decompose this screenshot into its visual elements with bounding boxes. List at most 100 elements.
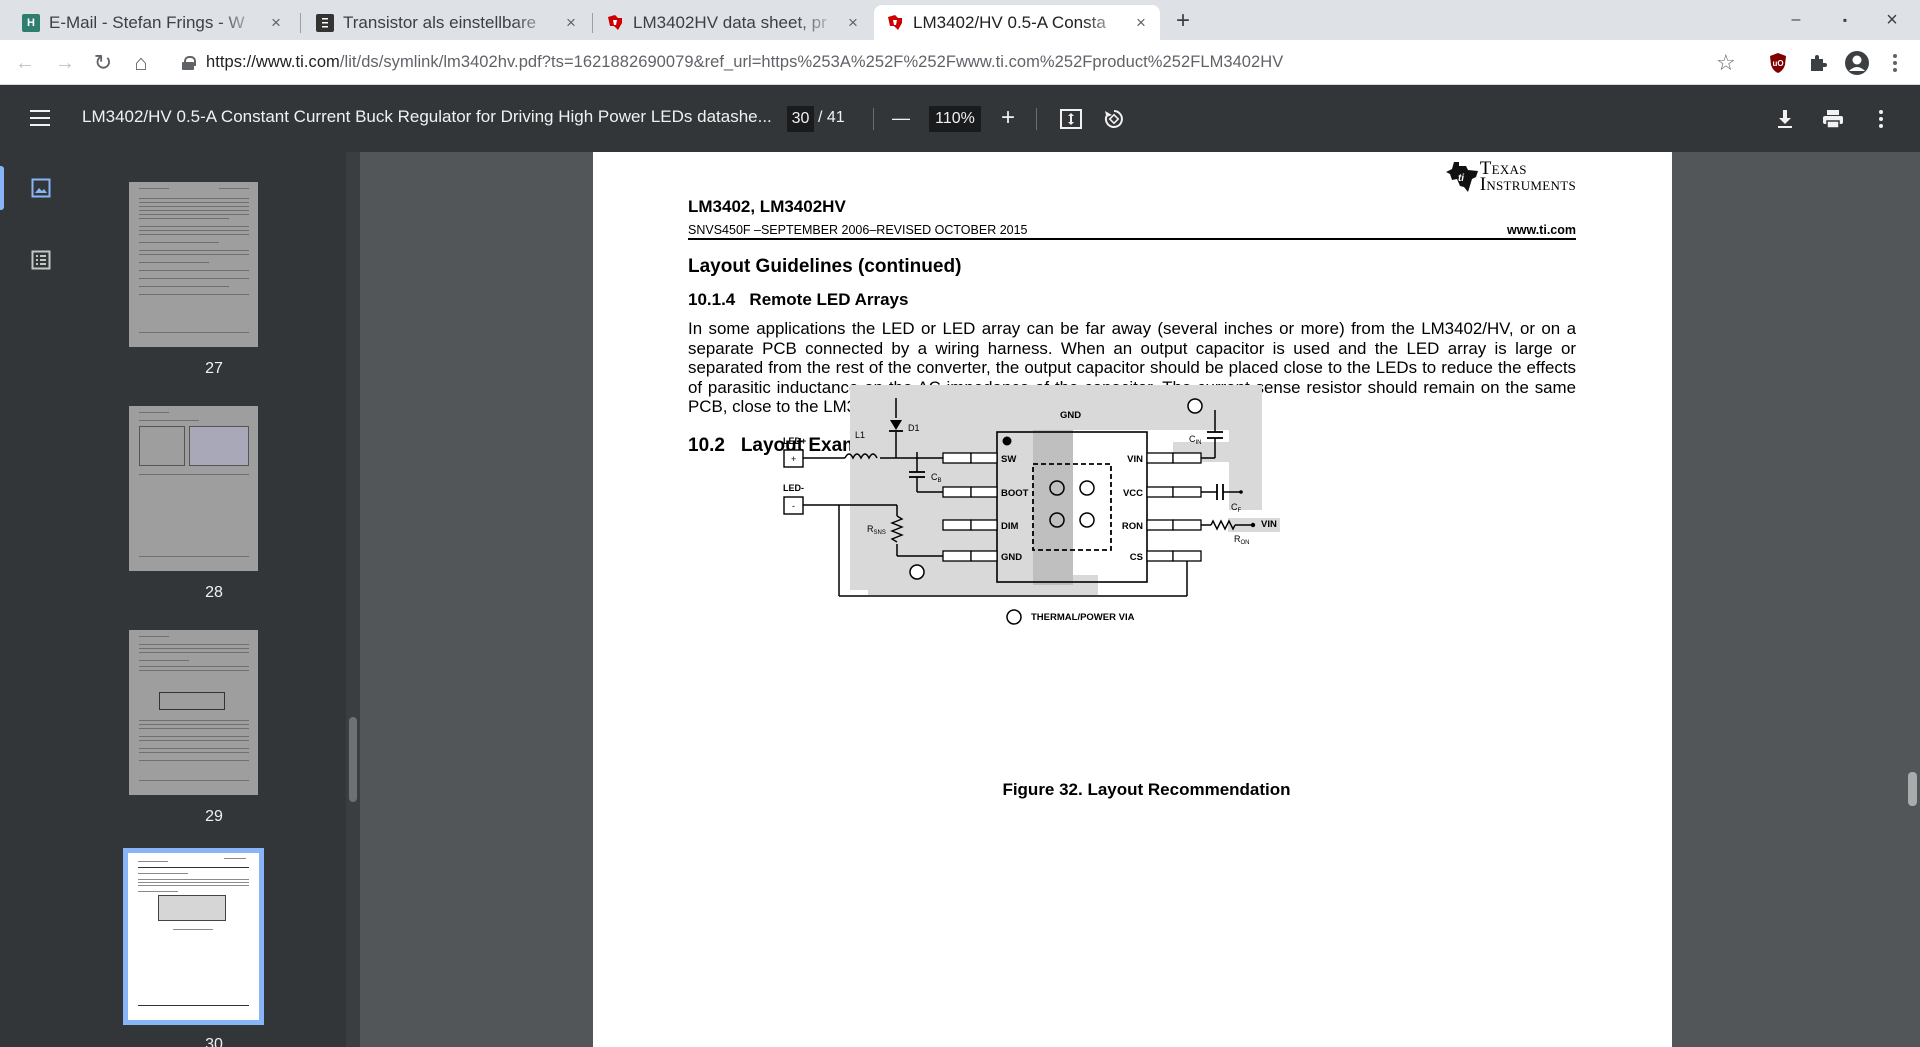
toolbar-divider xyxy=(873,108,874,130)
tab-strip: H E-Mail - Stefan Frings - W × Transisto… xyxy=(0,0,1920,40)
mail-favicon: H xyxy=(22,13,40,32)
rotate-icon[interactable] xyxy=(1101,106,1127,132)
cf-label-main: C xyxy=(1231,502,1238,512)
page-thumbnail[interactable] xyxy=(129,630,258,795)
more-actions-icon[interactable] xyxy=(1868,106,1894,132)
extensions-puzzle-icon[interactable] xyxy=(1805,50,1831,76)
ron-label-sub: ON xyxy=(1241,540,1250,546)
gnd-label: GND xyxy=(1060,410,1081,421)
page-number-input[interactable]: 30 xyxy=(787,106,814,132)
back-button[interactable]: ← xyxy=(15,52,35,74)
page-favicon xyxy=(316,13,334,32)
right-pads xyxy=(1146,452,1202,562)
url-path: /lit/ds/symlink/lm3402hv.pdf?ts=16218826… xyxy=(339,53,1284,71)
thumbnails-view-tab[interactable] xyxy=(0,160,82,216)
logo-line: Instruments xyxy=(1479,174,1576,195)
tab-close-icon[interactable]: × xyxy=(566,12,576,32)
minimize-button[interactable]: – xyxy=(1791,11,1801,28)
gnd-copper-pour xyxy=(850,385,880,590)
pin-label: BOOT xyxy=(1001,488,1029,499)
maximize-button[interactable]: ▪ xyxy=(1842,13,1848,27)
vin-label: VIN xyxy=(1261,519,1277,530)
pdf-page: ti Texas Instruments LM3402, LM3402HV SN… xyxy=(593,152,1672,1047)
sidebar-menu-icon[interactable] xyxy=(30,110,50,126)
ron-label-main: R xyxy=(1234,534,1241,544)
tab-divider xyxy=(592,13,593,33)
sidebar-scrollbar-thumb[interactable] xyxy=(349,717,357,802)
pdf-document-title: LM3402/HV 0.5-A Constant Current Buck Re… xyxy=(82,107,772,126)
cb-label: CB xyxy=(931,472,942,484)
l1-label: L1 xyxy=(855,430,865,440)
led-plus-label: LED+ xyxy=(783,436,806,446)
tab-close-icon[interactable]: × xyxy=(271,12,281,32)
tab-transistor[interactable]: Transistor als einstellbare × xyxy=(304,5,590,40)
bookmark-star-icon[interactable]: ☆ xyxy=(1716,50,1736,75)
tab-close-icon[interactable]: × xyxy=(1136,12,1146,32)
page-thumbnail-number: 28 xyxy=(205,584,223,601)
ti-favicon xyxy=(886,14,904,32)
via-icon xyxy=(1079,512,1095,528)
tab-ti-pdf[interactable]: LM3402/HV 0.5-A Consta × xyxy=(874,5,1160,40)
zoom-out-button[interactable]: — xyxy=(892,108,910,128)
tab-divider xyxy=(300,13,301,33)
thumb-circuit xyxy=(158,895,226,921)
close-window-button[interactable]: × xyxy=(1886,9,1898,31)
plus-sign: + xyxy=(791,454,796,464)
document-revision: SNVS450F –SEPTEMBER 2006–REVISED OCTOBER… xyxy=(688,223,1028,237)
page-thumbnail[interactable] xyxy=(129,182,258,347)
pin-label: VCC xyxy=(1123,488,1143,499)
page-thumbnail-number: 27 xyxy=(205,360,223,377)
datasheet-part-numbers: LM3402, LM3402HV xyxy=(688,197,846,216)
new-tab-button[interactable]: + xyxy=(1175,7,1190,34)
outline-view-tab[interactable] xyxy=(0,232,82,288)
resistor-symbol xyxy=(890,515,904,543)
tab-email[interactable]: H E-Mail - Stefan Frings - W × xyxy=(10,5,295,40)
download-icon[interactable] xyxy=(1772,106,1798,132)
tab-ti-datasheet[interactable]: LM3402HV data sheet, pr × xyxy=(594,5,872,40)
chrome-menu-icon[interactable] xyxy=(1882,50,1908,76)
rsns-label-sub: SNS xyxy=(874,530,886,536)
ublock-extension-icon[interactable]: uO xyxy=(1765,50,1791,76)
svg-text:ti: ti xyxy=(1458,173,1464,184)
tab-title: Transistor als einstellbare xyxy=(343,12,537,32)
website-link[interactable]: www.ti.com xyxy=(1507,223,1576,237)
browser-toolbar: ← → ↻ ⌂ https://www.ti.com/lit/ds/symlin… xyxy=(0,40,1920,85)
via-icon xyxy=(1049,512,1065,528)
thumb-circuit xyxy=(159,692,225,710)
circuit-wires xyxy=(803,398,1253,597)
fit-to-page-icon[interactable] xyxy=(1058,106,1084,132)
legend-via-icon xyxy=(1006,609,1022,625)
forward-button[interactable]: → xyxy=(55,52,75,74)
thermal-pad xyxy=(1033,430,1073,585)
lock-icon[interactable] xyxy=(182,55,196,70)
main-scrollbar[interactable] xyxy=(1905,152,1920,1047)
page-thumbnail-current[interactable] xyxy=(123,848,264,1025)
cin-label-sub: IN xyxy=(1196,440,1202,446)
page-thumbnail-number: 29 xyxy=(205,808,223,825)
cf-label-sub: F xyxy=(1238,508,1242,514)
profile-avatar-icon[interactable] xyxy=(1844,50,1870,76)
address-bar[interactable]: https://www.ti.com/lit/ds/symlink/lm3402… xyxy=(168,45,1766,80)
d1-label: D1 xyxy=(908,423,920,433)
sidebar-scrollbar[interactable] xyxy=(346,152,360,1047)
via-icon xyxy=(1079,480,1095,496)
page-total: / 41 xyxy=(818,109,845,126)
minus-sign: - xyxy=(792,501,795,511)
thumbnail-list: 27 28 29 xyxy=(82,152,346,1047)
section-heading: Layout Guidelines (continued) xyxy=(688,256,962,277)
url-host: https://www.ti.com xyxy=(206,53,340,71)
zoom-in-button[interactable]: + xyxy=(1000,104,1015,131)
url-text: https://www.ti.com/lit/ds/symlink/lm3402… xyxy=(206,53,1283,72)
svg-text:uO: uO xyxy=(1772,59,1783,68)
reload-button[interactable]: ↻ xyxy=(93,50,113,75)
texas-instruments-icon: ti xyxy=(1445,162,1478,192)
cb-label-main: C xyxy=(931,472,938,482)
ti-favicon xyxy=(606,14,624,32)
print-icon[interactable] xyxy=(1820,106,1846,132)
page-thumbnail[interactable] xyxy=(129,406,258,571)
main-scrollbar-thumb[interactable] xyxy=(1908,772,1917,806)
home-button[interactable]: ⌂ xyxy=(134,50,148,75)
zoom-level-input[interactable]: 110% xyxy=(929,106,981,132)
tab-close-icon[interactable]: × xyxy=(848,12,858,32)
via-icon xyxy=(909,564,925,580)
